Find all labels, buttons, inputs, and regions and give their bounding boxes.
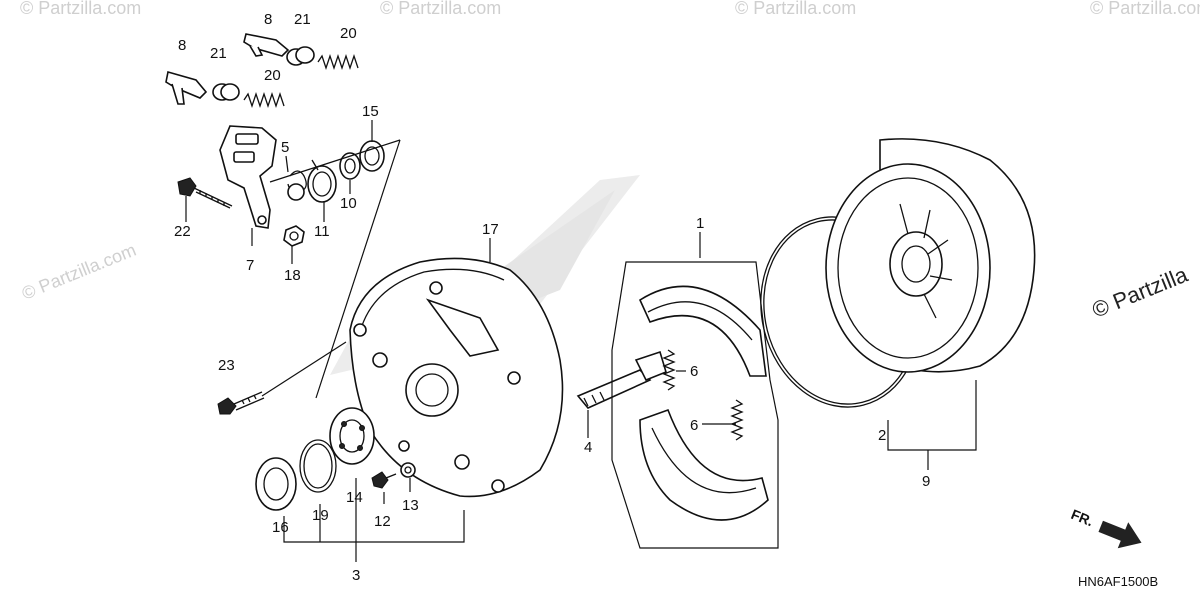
brake-shoe-icon	[639, 408, 769, 521]
washer-icon	[400, 462, 416, 478]
small-bolt-icon	[371, 471, 397, 489]
callout-12: 12	[374, 513, 391, 530]
callout-7: 7	[246, 257, 254, 274]
callout-5: 5	[281, 139, 289, 156]
callout-17: 17	[482, 221, 499, 238]
lever-pin-icon	[165, 70, 208, 105]
front-arrow-icon	[1098, 520, 1142, 549]
callout-21: 21	[210, 45, 227, 62]
leader-line	[261, 341, 347, 397]
spring-icon	[307, 159, 337, 203]
washer-icon	[339, 152, 361, 180]
diagram-code: HN6AF1500B	[1078, 574, 1158, 589]
brake-shoe-icon	[638, 285, 767, 377]
callout-8: 8	[264, 11, 272, 28]
watermark: © Partzilla.com	[20, 0, 141, 18]
coil-spring-icon	[317, 53, 359, 71]
return-spring-icon	[287, 170, 307, 201]
callout-20: 20	[340, 25, 357, 42]
brake-cam-icon	[576, 350, 667, 409]
bolt-icon	[217, 391, 265, 415]
callout-14: 14	[346, 489, 363, 506]
circlip-icon	[299, 439, 337, 493]
callout-6: 6	[690, 363, 698, 380]
callout-11: 11	[314, 223, 330, 240]
front-label: FR.	[1069, 506, 1096, 529]
collar-icon	[212, 83, 240, 101]
brake-drum-icon	[825, 138, 1036, 373]
callout-10: 10	[340, 195, 357, 212]
brake-panel-icon	[349, 257, 564, 498]
callout-2: 2	[878, 427, 886, 444]
callout-22: 22	[174, 223, 191, 240]
bearing-icon	[329, 407, 375, 465]
callout-19: 19	[312, 507, 329, 524]
brake-arm-icon	[219, 125, 277, 229]
shoe-spring-icon	[730, 399, 744, 441]
callout-16: 16	[272, 519, 289, 536]
callout-23: 23	[218, 357, 235, 374]
oil-seal-icon	[255, 457, 297, 511]
brand-watermark: © Partzilla	[1089, 261, 1192, 322]
callout-4: 4	[584, 439, 592, 456]
callout-6: 6	[690, 417, 698, 434]
callout-13: 13	[402, 497, 419, 514]
collar-icon	[286, 46, 315, 66]
callout-3: 3	[352, 567, 360, 584]
watermark: © Partzilla.com	[1090, 0, 1200, 18]
watermark: © Partzilla.com	[19, 240, 139, 304]
callout-8: 8	[178, 37, 186, 54]
nut-icon	[283, 225, 305, 247]
coil-spring-icon	[243, 91, 285, 109]
watermark: © Partzilla.com	[735, 0, 856, 18]
leader-lines	[185, 120, 977, 562]
panel-outline	[269, 139, 401, 399]
callout-18: 18	[284, 267, 301, 284]
oil-seal-icon	[359, 140, 385, 172]
callout-20: 20	[264, 67, 281, 84]
watermark: © Partzilla.com	[380, 0, 501, 18]
callout-9: 9	[922, 473, 930, 490]
bolt-icon	[177, 177, 233, 209]
lever-pin-icon	[243, 33, 290, 57]
callout-21: 21	[294, 11, 311, 28]
callout-15: 15	[362, 103, 379, 120]
callout-1: 1	[696, 215, 704, 232]
shoe-spring-icon	[662, 349, 676, 391]
